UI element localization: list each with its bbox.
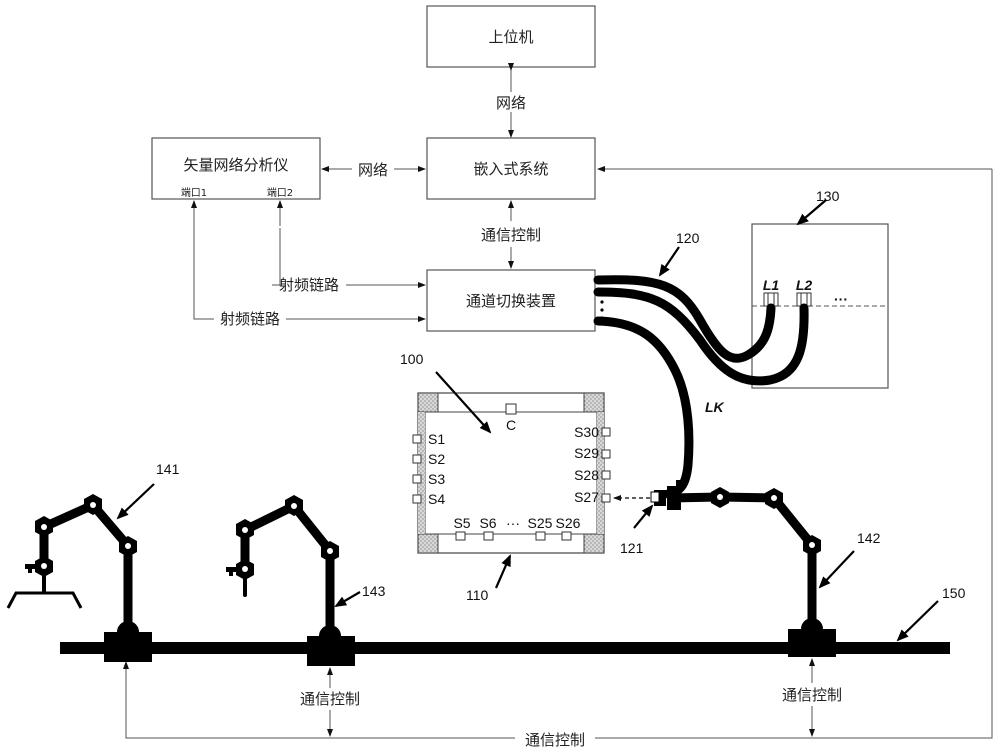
- host-computer-label: 上位机: [488, 28, 533, 46]
- network-link-vna-embedded: 网络: [321, 161, 426, 179]
- reference-labels: 130 120 100 110 121 141 143 142 150: [116, 188, 966, 642]
- ref-130: 130: [816, 188, 840, 204]
- port-s2-label: S2: [428, 451, 445, 467]
- channel-switch-label: 通道切换装置: [466, 292, 556, 310]
- vna-port2-label: 端口2: [267, 186, 293, 199]
- port-s25-label: S25: [528, 515, 553, 531]
- port-c: [505, 403, 517, 415]
- port-s1-label: S1: [428, 431, 445, 447]
- ref-150: 150: [942, 585, 966, 601]
- comm-link-embedded-switch: 通信控制: [481, 200, 541, 269]
- ref-100: 100: [400, 351, 424, 367]
- host-computer-block: 上位机: [426, 5, 596, 68]
- device-under-test: C S1 S2 S3 S4 S30 S29 S28 S27 S5 S6 ··· …: [412, 392, 611, 554]
- comm-control-label-142: 通信控制: [782, 686, 842, 704]
- comm-control-label-bottom: 通信控制: [525, 731, 585, 749]
- channel-switch-block: 通道切换装置: [426, 269, 604, 332]
- comm-link-robot-143: 通信控制: [300, 667, 360, 737]
- ref-141: 141: [156, 461, 180, 477]
- robot-arm-141: [6, 494, 152, 662]
- port-s26-label: S26: [556, 515, 581, 531]
- ref-142: 142: [857, 530, 881, 546]
- rail-track: [60, 642, 950, 654]
- robot-arm-143: [226, 495, 355, 666]
- port-s4-label: S4: [428, 491, 445, 507]
- port-l1-label: L1: [763, 277, 780, 293]
- port-s5-label: S5: [453, 515, 470, 531]
- vna-block: 矢量网络分析仪 端口1 端口2: [151, 137, 321, 200]
- ref-121: 121: [620, 540, 644, 556]
- cable-lk: [593, 316, 694, 499]
- panel-ellipsis: ···: [834, 291, 848, 307]
- cable-lk-label: LK: [705, 399, 725, 415]
- embedded-system-label: 嵌入式系统: [473, 160, 548, 178]
- embedded-system-block: 嵌入式系统: [426, 137, 596, 200]
- ref-143: 143: [362, 583, 386, 599]
- port-l2-label: L2: [796, 277, 813, 293]
- port-s29-label: S29: [574, 445, 599, 461]
- rf-link-label-lower: 射频链路: [220, 310, 280, 328]
- ref-120: 120: [676, 230, 700, 246]
- port-s3-label: S3: [428, 471, 445, 487]
- vna-label: 矢量网络分析仪: [183, 156, 288, 174]
- vna-port1-label: 端口1: [181, 186, 207, 199]
- port-s6-label: S6: [479, 515, 496, 531]
- rf-link-upper: 射频链路: [272, 200, 426, 294]
- rf-link-label-upper: 射频链路: [279, 276, 339, 294]
- network-label-top: 网络: [496, 94, 526, 112]
- robot-arm-142: [669, 487, 836, 657]
- network-link-host-embedded: 网络: [496, 63, 526, 138]
- port-c-label: C: [506, 417, 516, 433]
- ref-110: 110: [466, 587, 489, 603]
- cable-bundle: LK: [593, 275, 809, 499]
- comm-control-label-143: 通信控制: [300, 690, 360, 708]
- port-s27: [601, 493, 611, 503]
- bottom-ports-ellipsis: ···: [506, 515, 520, 531]
- comm-control-label-switch: 通信控制: [481, 226, 541, 244]
- network-label-middle: 网络: [358, 161, 388, 179]
- port-s27-label: S27: [574, 489, 599, 505]
- port-s28-label: S28: [574, 467, 599, 483]
- rf-link-lower: 射频链路: [191, 200, 426, 328]
- port-s30-label: S30: [574, 424, 599, 440]
- comm-link-robot-142: 通信控制: [782, 658, 842, 737]
